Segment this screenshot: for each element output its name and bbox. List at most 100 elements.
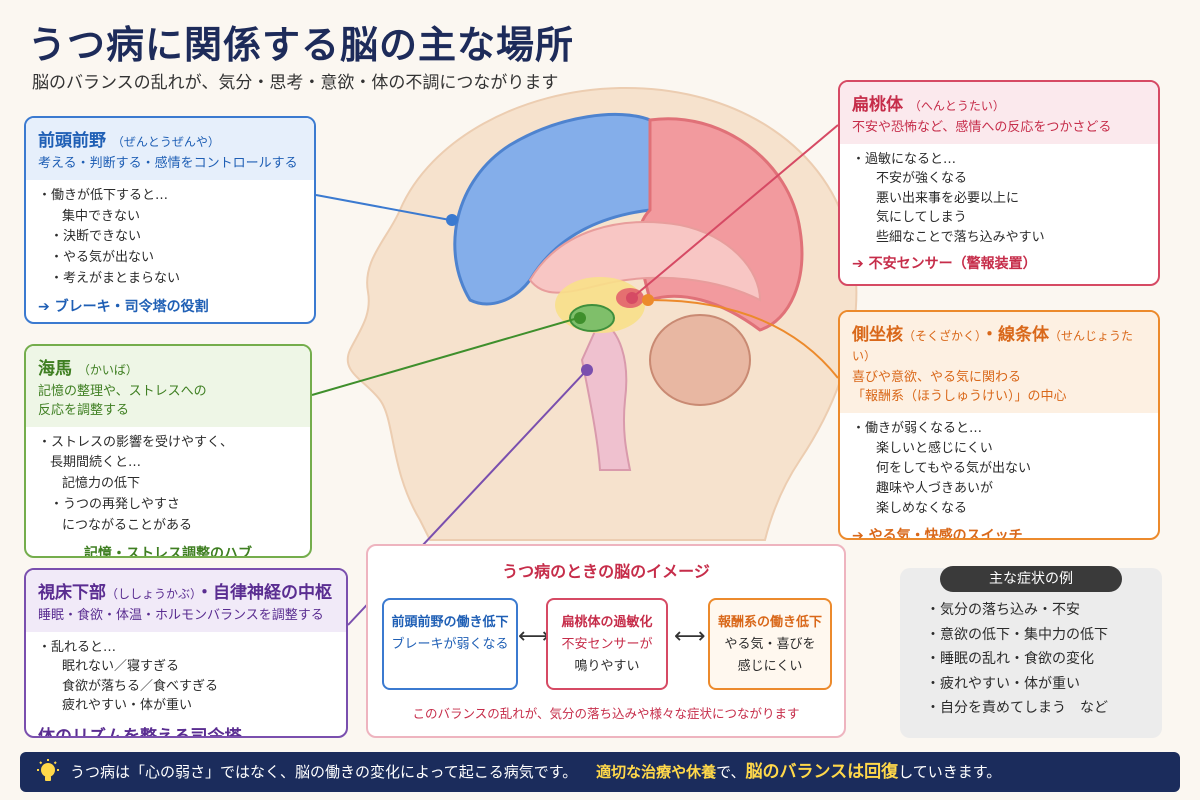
symptom-item: 疲れやすい・体が重い <box>926 672 1108 697</box>
nac-line: 何をしてもやる気が出ない <box>876 460 1031 476</box>
pfc-reading: （ぜんとうぜんや） <box>111 135 220 149</box>
symptom-item: 気分の落ち込み・不安 <box>926 598 1108 623</box>
hip-reading: （かいば） <box>77 363 138 377</box>
hyp-line: 眠れない／寝すぎる <box>62 659 180 675</box>
hip-foot: 記憶・ストレス調整のハブ <box>84 545 252 558</box>
amy-line: 不安が強くなる <box>876 171 968 187</box>
depression-brain-image-box: うつ病のときの脳のイメージ 前頭前野の働き低下 ブレーキが弱くなる ⟷ 扁桃体の… <box>366 544 846 738</box>
amy-line: 気にしてしまう <box>876 210 967 226</box>
arrow-icon: ➔ <box>852 256 864 273</box>
hippocampus-area <box>569 304 615 332</box>
amy-line: ・過敏になると… <box>852 151 957 167</box>
hippocampus-box: 海馬 （かいば） 記憶の整理や、ストレスへの 反応を調整する ・ストレスの影響を… <box>24 344 312 558</box>
hyp-name2: ・自律神経の中枢 <box>196 583 333 603</box>
center-foot: このバランスの乱れが、気分の落ち込みや様々な症状につながります <box>412 706 800 721</box>
mini-text: 鳴りやすい <box>574 659 640 675</box>
nac-name: 側坐核 <box>852 325 903 345</box>
hip-leader <box>311 317 579 396</box>
hyp-reading: （ししょうかぶ） <box>106 587 197 601</box>
amygdala-hypersensitive-box: 扁桃体の過敏化 不安センサーが 鳴りやすい <box>546 598 668 690</box>
pfc-decline-box: 前頭前野の働き低下 ブレーキが弱くなる <box>382 598 518 690</box>
hyp-foot: 体のリズムを整える司令塔 <box>38 726 242 738</box>
pfc-dot <box>446 214 458 226</box>
double-arrow-icon: ⟷ <box>518 624 550 649</box>
nac-foot: やる気・快感のスイッチ <box>868 528 1023 540</box>
cerebellum <box>649 314 751 406</box>
amy-line: 些細なことで落ち込みやすい <box>876 229 1045 245</box>
banner-text: うつ病は「心の弱さ」ではなく、脳の働きの変化によって起こる病気です。 <box>70 763 578 781</box>
brainstem <box>580 318 632 471</box>
symptoms-panel: 主な症状の例 気分の落ち込み・不安 意欲の低下・集中力の低下 睡眠の乱れ・食欲の… <box>900 566 1162 738</box>
hyp-dot <box>581 364 593 376</box>
nucleus-accumbens-box: 側坐核（そくざかく）・線条体（せんじょうたい） 喜びや意欲、やる気に関わる 「報… <box>838 310 1160 540</box>
banner-text: していきます。 <box>898 763 1002 781</box>
hip-line: 記憶力の低下 <box>62 476 141 492</box>
nac-line: ・働きが弱くなると… <box>852 420 983 436</box>
center-title: うつ病のときの脳のイメージ <box>502 562 710 581</box>
mini-title: 前頭前野の働き低下 <box>391 615 509 630</box>
mini-title: 扁桃体の過敏化 <box>561 615 653 630</box>
hip-line: ・ストレスの影響を受けやすく、 <box>38 434 234 450</box>
nac-line: 楽しいと感じにくい <box>876 440 993 456</box>
pfc-role: 考える・判断する・感情をコントロールする <box>38 156 298 171</box>
lightbulb-icon <box>37 759 59 781</box>
amy-name: 扁桃体 <box>852 95 903 115</box>
reward-decline-box: 報酬系の働き低下 やる気・喜びを 感じにくい <box>708 598 832 690</box>
pfc-line: 集中できない <box>62 208 141 224</box>
nac-line: 楽しめなくなる <box>876 501 968 517</box>
hip-role: 反応を調整する <box>38 402 130 418</box>
hip-dot <box>574 312 586 324</box>
symptoms-title: 主な症状の例 <box>940 566 1122 592</box>
pfc-leader <box>315 194 451 221</box>
mini-text: 感じにくい <box>737 659 803 675</box>
arrow-icon: ➔ <box>852 528 864 540</box>
hyp-name: 視床下部 <box>38 583 106 603</box>
nac-name2: ・線条体 <box>981 325 1050 345</box>
pfc-foot: ブレーキ・司令塔の役割 <box>54 298 209 315</box>
symptom-item: 睡眠の乱れ・食欲の変化 <box>926 647 1108 672</box>
mini-text: 不安センサーが <box>561 637 653 653</box>
amygdala-box: 扁桃体 （へんとうたい） 不安や恐怖など、感情への反応をつかさどる ・過敏になる… <box>838 80 1160 286</box>
amy-dot <box>626 292 638 304</box>
symptom-item: 意欲の低下・集中力の低下 <box>926 623 1108 648</box>
nac-reading2: （せんじょうたい） <box>852 329 1134 363</box>
amy-foot: 不安センサー（警報装置） <box>868 256 1037 273</box>
nac-leader <box>649 299 839 379</box>
nac-role: 喜びや意欲、やる気に関わる <box>852 370 1022 385</box>
hip-role: 記憶の整理や、ストレスへの <box>38 384 207 399</box>
page-subtitle: 脳のバランスの乱れが、気分・思考・意欲・体の不調につながります <box>32 73 559 93</box>
amy-reading: （へんとうたい） <box>908 99 1005 113</box>
page-title: うつ病に関係する脳の主な場所 <box>28 23 575 67</box>
hyp-line: ・乱れると… <box>38 639 117 655</box>
pfc-box: 前頭前野 （ぜんとうぜんや） 考える・判断する・感情をコントロールする ・働きが… <box>24 116 316 324</box>
nac-dot <box>642 294 654 306</box>
mini-text: ブレーキが弱くなる <box>391 637 509 653</box>
hip-line: につながることがある <box>62 517 193 533</box>
hip-line: 長期間続くと… <box>50 455 142 471</box>
arrow-icon: ➔ <box>38 298 50 315</box>
nac-line: 趣味や人づきあいが <box>876 481 994 497</box>
pfc-line: ・決断できない <box>50 229 142 245</box>
hyp-line: 食欲が落ちる／食べすぎる <box>62 678 219 694</box>
pfc-line: ・考えがまとまらない <box>50 271 181 287</box>
amy-role: 不安や恐怖など、感情への反応をつかさどる <box>852 120 1112 135</box>
banner-text: で、 <box>716 763 746 781</box>
pfc-line: ・やる気が出ない <box>50 250 155 266</box>
hyp-role: 睡眠・食欲・体温・ホルモンバランスを調整する <box>38 608 324 623</box>
hypothalamus-box: 視床下部（ししょうかぶ）・自律神経の中枢 睡眠・食欲・体温・ホルモンバランスを調… <box>24 568 348 738</box>
amy-leader <box>631 124 839 299</box>
banner-highlight: 適切な治療や休養 <box>596 763 717 781</box>
symptom-item: 自分を責めてしまう など <box>926 696 1108 721</box>
mini-text: やる気・喜びを <box>724 637 816 653</box>
nac-role: 「報酬系（ほうしゅうけい）」の中心 <box>852 388 1067 404</box>
hip-line: ・うつの再発しやすさ <box>50 497 180 513</box>
hip-name: 海馬 <box>38 359 72 379</box>
nac-reading: （そくざかく） <box>903 329 982 343</box>
banner-highlight: 脳のバランスは回復 <box>745 762 899 782</box>
bottom-banner: うつ病は「心の弱さ」ではなく、脳の働きの変化によって起こる病気です。 適切な治療… <box>20 752 1180 792</box>
double-arrow-icon: ⟷ <box>674 624 706 649</box>
hyp-line: 疲れやすい・体が重い <box>62 698 193 714</box>
pfc-name: 前頭前野 <box>38 131 106 151</box>
prefrontal-region <box>453 112 652 306</box>
